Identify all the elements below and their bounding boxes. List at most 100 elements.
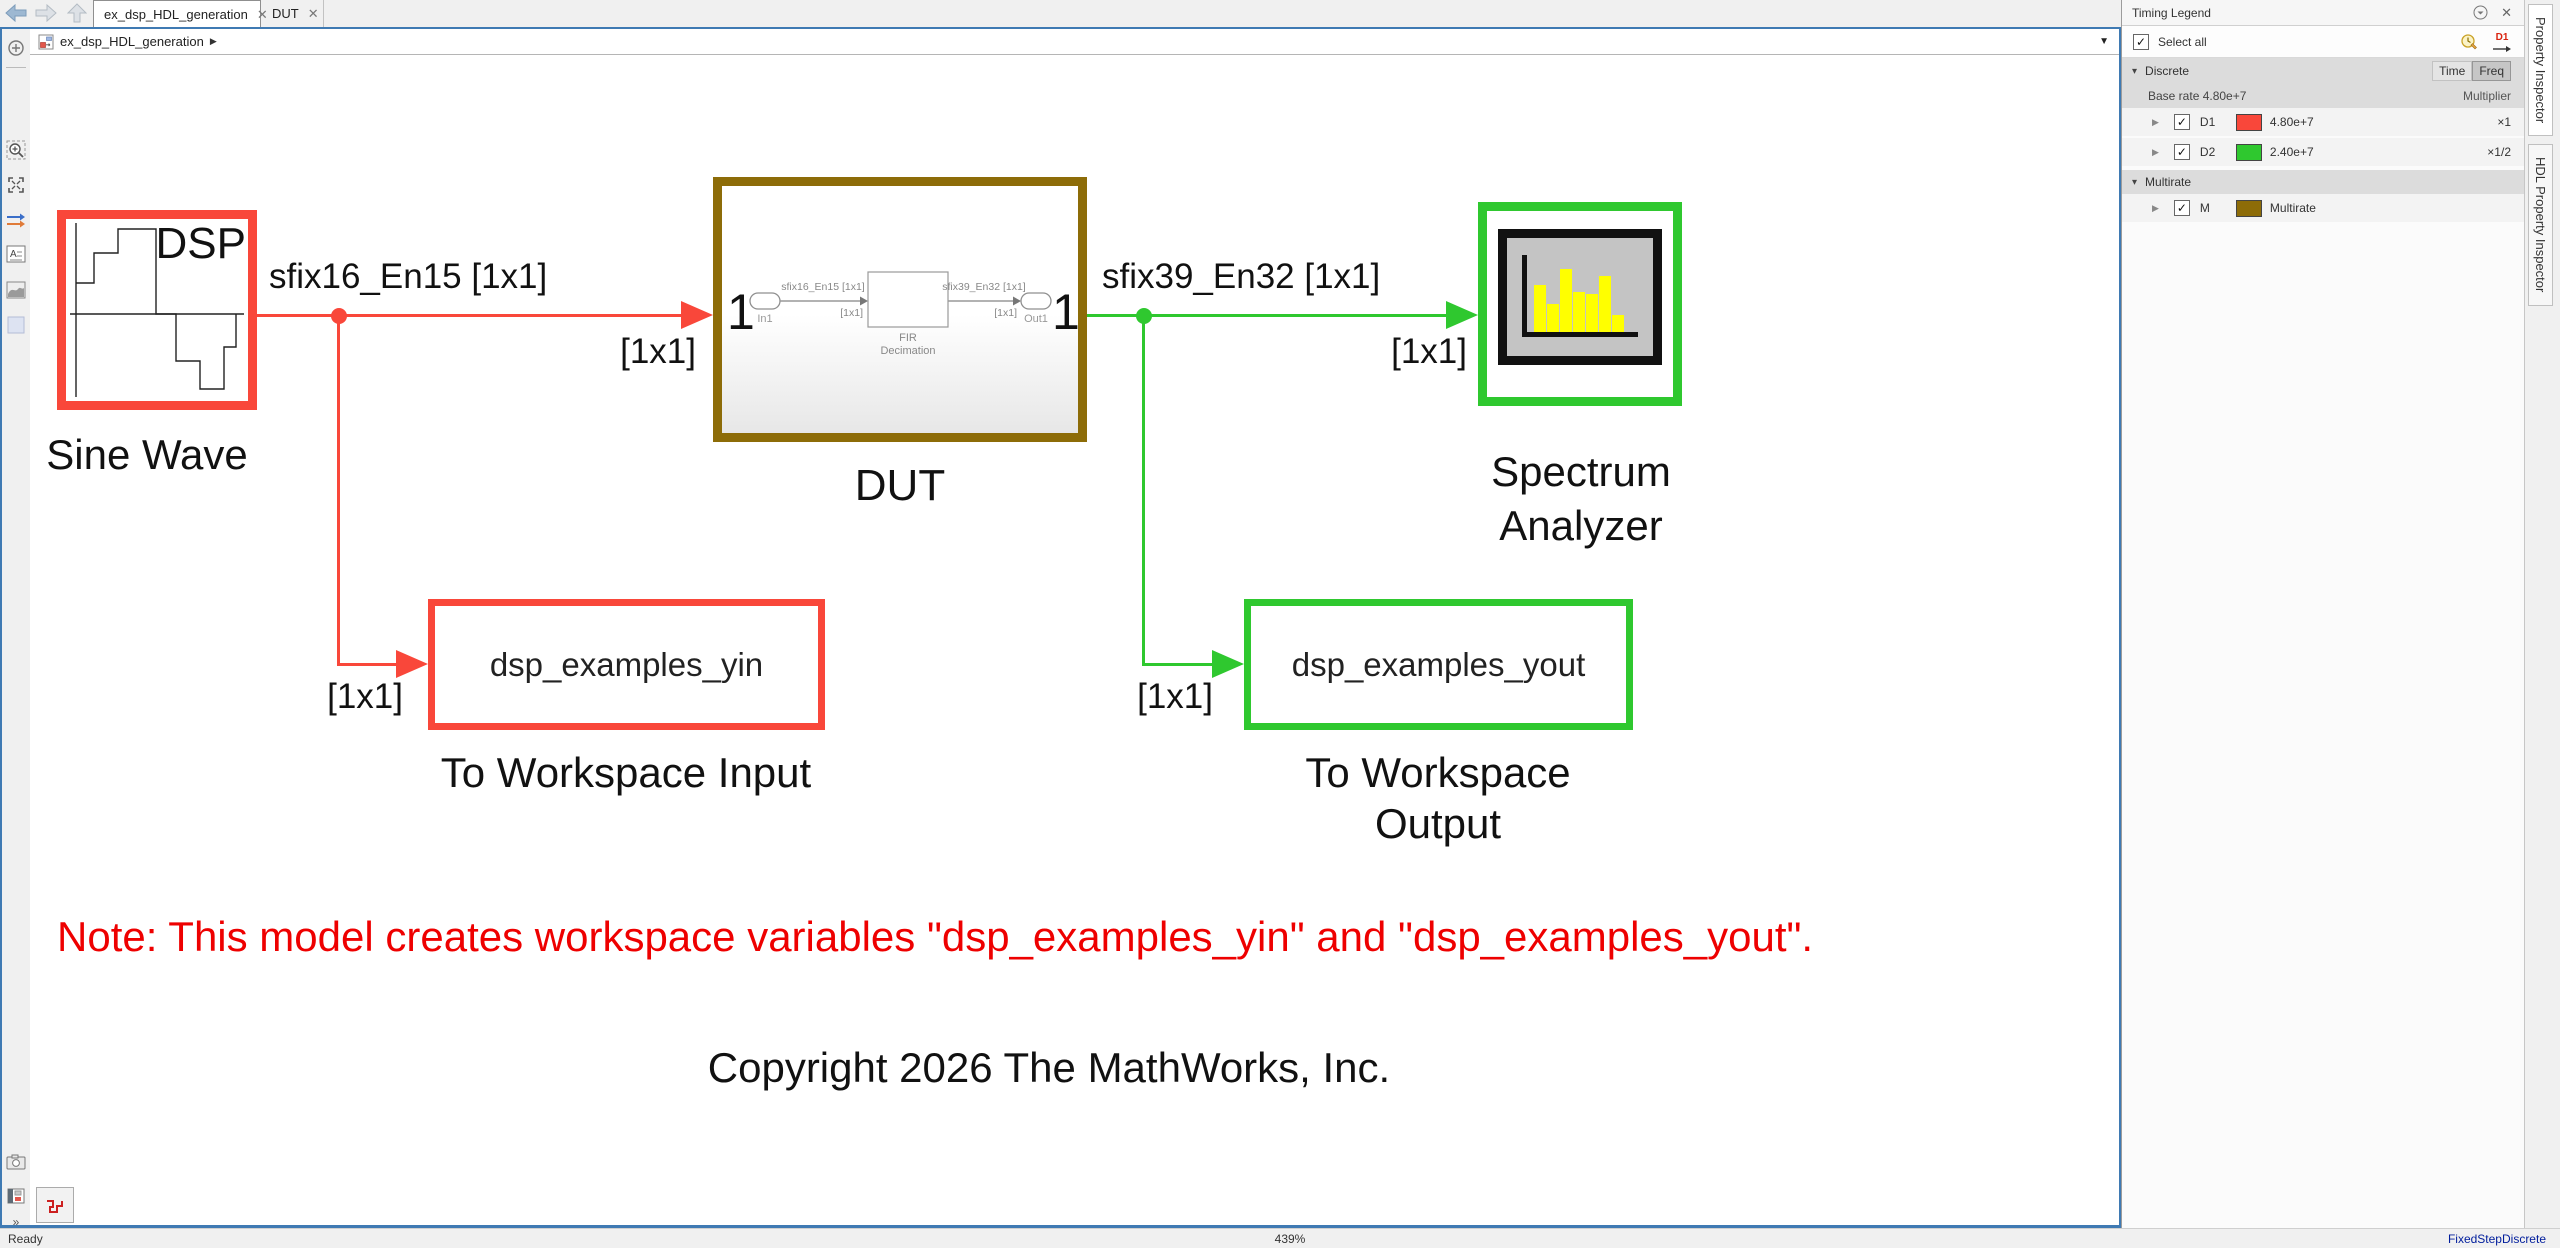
fit-to-view-icon[interactable]	[5, 174, 27, 196]
back-button[interactable]	[3, 2, 29, 24]
multiplier-column-header: Multiplier	[2462, 89, 2511, 103]
tab-ex-dsp-hdl-generation[interactable]: ex_dsp_HDL_generation ✕	[93, 0, 268, 27]
tab-label: DUT	[272, 6, 299, 21]
fir-decimation-block	[867, 271, 949, 328]
close-icon[interactable]: ✕	[2501, 5, 2512, 20]
model-icon	[38, 34, 54, 49]
rate-color-swatch	[2235, 199, 2262, 217]
chevron-right-icon[interactable]: ▶	[2152, 116, 2159, 127]
signal-line-to-workspace-in[interactable]	[337, 663, 399, 666]
copyright-annotation[interactable]: Copyright 2026 The MathWorks, Inc.	[707, 1044, 1391, 1091]
inner-signal-type: sfix39_En32 [1x1]	[942, 281, 1026, 293]
rate-checkbox[interactable]: ✓	[2173, 144, 2190, 160]
chevron-right-icon[interactable]: ▶	[2152, 146, 2159, 157]
status-bar: Ready 439% FixedStepDiscrete	[0, 1228, 2560, 1248]
rate-checkbox[interactable]: ✓	[2173, 200, 2190, 216]
sample-time-icon	[47, 1200, 63, 1213]
signal-routing-icon[interactable]	[5, 209, 27, 231]
signal-dim-label: [1x1]	[620, 332, 696, 371]
inport-shape	[749, 292, 781, 310]
signal-type-label: sfix16_En15 [1x1]	[269, 257, 548, 296]
inner-signal-type: sfix16_En15 [1x1]	[781, 281, 865, 293]
signal-dim-label: [1x1]	[1137, 677, 1213, 716]
arrowhead-icon	[1446, 301, 1478, 329]
zoom-in-icon[interactable]	[5, 139, 27, 161]
chevron-right-icon[interactable]: ▶	[2152, 202, 2159, 213]
block-label-dut: DUT	[854, 461, 946, 510]
tab-dut[interactable]: DUT ✕	[262, 0, 324, 27]
signal-line-to-workspace-out[interactable]	[1142, 663, 1215, 666]
expand-toolbar-icon[interactable]: »	[12, 1215, 20, 1229]
signal-line-sine-to-dut[interactable]	[257, 314, 681, 317]
arrowhead-icon	[681, 301, 713, 329]
screenshot-icon[interactable]	[5, 1151, 27, 1173]
rate-id: D2	[2199, 145, 2216, 159]
time-toggle-button[interactable]: Time	[2432, 61, 2473, 81]
annotation-icon[interactable]: A	[5, 243, 27, 265]
select-all-row: ✓ Select all D1	[2122, 26, 2524, 58]
dut-port-in-number: 1	[727, 284, 755, 340]
block-sine-wave[interactable]: DSP	[57, 210, 257, 410]
highlight-clock-icon[interactable]	[2460, 33, 2478, 54]
dut-port-out-number: 1	[1052, 284, 1078, 340]
tab-label: ex_dsp_HDL_generation	[104, 6, 248, 22]
chevron-down-icon[interactable]: ▾	[2132, 176, 2138, 188]
select-all-checkbox[interactable]: ✓	[2133, 33, 2149, 50]
rate-value: 4.80e+7	[2269, 115, 2314, 129]
block-dut[interactable]: 1 1 In1 sfix16_En15 [1x1] [1x1] FIR Deci…	[713, 177, 1087, 442]
rate-multiplier: ×1/2	[2487, 145, 2511, 159]
circle-plus-icon[interactable]	[5, 37, 27, 59]
outport-shape	[1020, 292, 1052, 310]
back-arrow-icon	[5, 4, 27, 22]
up-arrow-icon	[67, 3, 87, 23]
forward-button[interactable]	[33, 2, 59, 24]
freq-toggle-button[interactable]: Freq	[2472, 61, 2511, 81]
inport-label: In1	[757, 313, 772, 325]
block-to-workspace-input[interactable]: dsp_examples_yin	[428, 599, 825, 730]
breadcrumb-model-name[interactable]: ex_dsp_HDL_generation	[60, 34, 204, 49]
tab-hdl-property-inspector[interactable]: HDL Property Inspector	[2528, 144, 2553, 306]
rate-value: Multirate	[2269, 201, 2316, 215]
up-button[interactable]	[64, 2, 90, 24]
select-all-label: Select all	[2158, 34, 2207, 49]
viewmark-icon[interactable]	[5, 314, 27, 336]
block-spectrum-analyzer[interactable]	[1478, 202, 1682, 406]
chevron-down-icon[interactable]: ▾	[2132, 65, 2138, 77]
block-label-sine-wave: Sine Wave	[46, 431, 248, 478]
status-ready: Ready	[8, 1232, 43, 1246]
model-browser-icon[interactable]	[5, 1185, 27, 1207]
sine-wave-icon	[70, 223, 244, 397]
close-icon[interactable]: ✕	[256, 6, 268, 22]
panel-menu-icon[interactable]	[2473, 5, 2488, 23]
signal-line-dut-to-spectrum[interactable]	[1087, 314, 1447, 317]
arrowhead-icon	[396, 650, 428, 678]
panel-title: Timing Legend	[2132, 5, 2211, 20]
breadcrumb: ex_dsp_HDL_generation ▶ ▼	[30, 29, 2119, 55]
discrete-section: ▾ Discrete Time Freq Base rate 4.80e+7 M…	[2122, 58, 2524, 108]
solver-name[interactable]: FixedStepDiscrete	[2447, 1232, 2546, 1246]
model-canvas[interactable]: DSP Sine Wave 1 1 In1 sfix16_En15 [1x1] …	[30, 55, 2119, 1225]
zoom-level[interactable]: 439%	[1274, 1232, 1306, 1246]
model-editor: A » ex_dsp_HDL_generation ▶ ▼	[0, 27, 2121, 1229]
block-label-spectrum-analyzer: Spectrum Analyzer	[1491, 448, 1671, 549]
breadcrumb-caret-icon[interactable]: ▶	[209, 36, 217, 46]
signal-line-branch-down[interactable]	[1142, 315, 1145, 665]
rate-multiplier: ×1	[2497, 115, 2511, 129]
block-to-workspace-output[interactable]: dsp_examples_yout	[1244, 599, 1633, 730]
fir-label-2: Decimation	[880, 345, 935, 357]
rate-checkbox[interactable]: ✓	[2173, 114, 2190, 130]
fir-label-1: FIR	[899, 332, 917, 344]
block-label-to-workspace-input: To Workspace Input	[440, 749, 812, 796]
breadcrumb-dropdown-icon[interactable]: ▼	[2099, 36, 2109, 47]
sample-time-legend-button[interactable]	[36, 1187, 74, 1223]
image-icon[interactable]	[5, 279, 27, 301]
rate-id: M	[2199, 201, 2210, 215]
outport-label: Out1	[1024, 313, 1048, 325]
tab-property-inspector[interactable]: Property Inspector	[2528, 4, 2553, 137]
model-note-annotation[interactable]: Note: This model creates workspace varia…	[57, 913, 1814, 960]
close-icon[interactable]: ✕	[307, 6, 319, 21]
rate-arrow-icon[interactable]: D1	[2492, 30, 2512, 55]
signal-line-branch-down[interactable]	[337, 315, 340, 665]
rate-id: D1	[2199, 115, 2216, 129]
left-toolbar: A »	[2, 29, 31, 1229]
